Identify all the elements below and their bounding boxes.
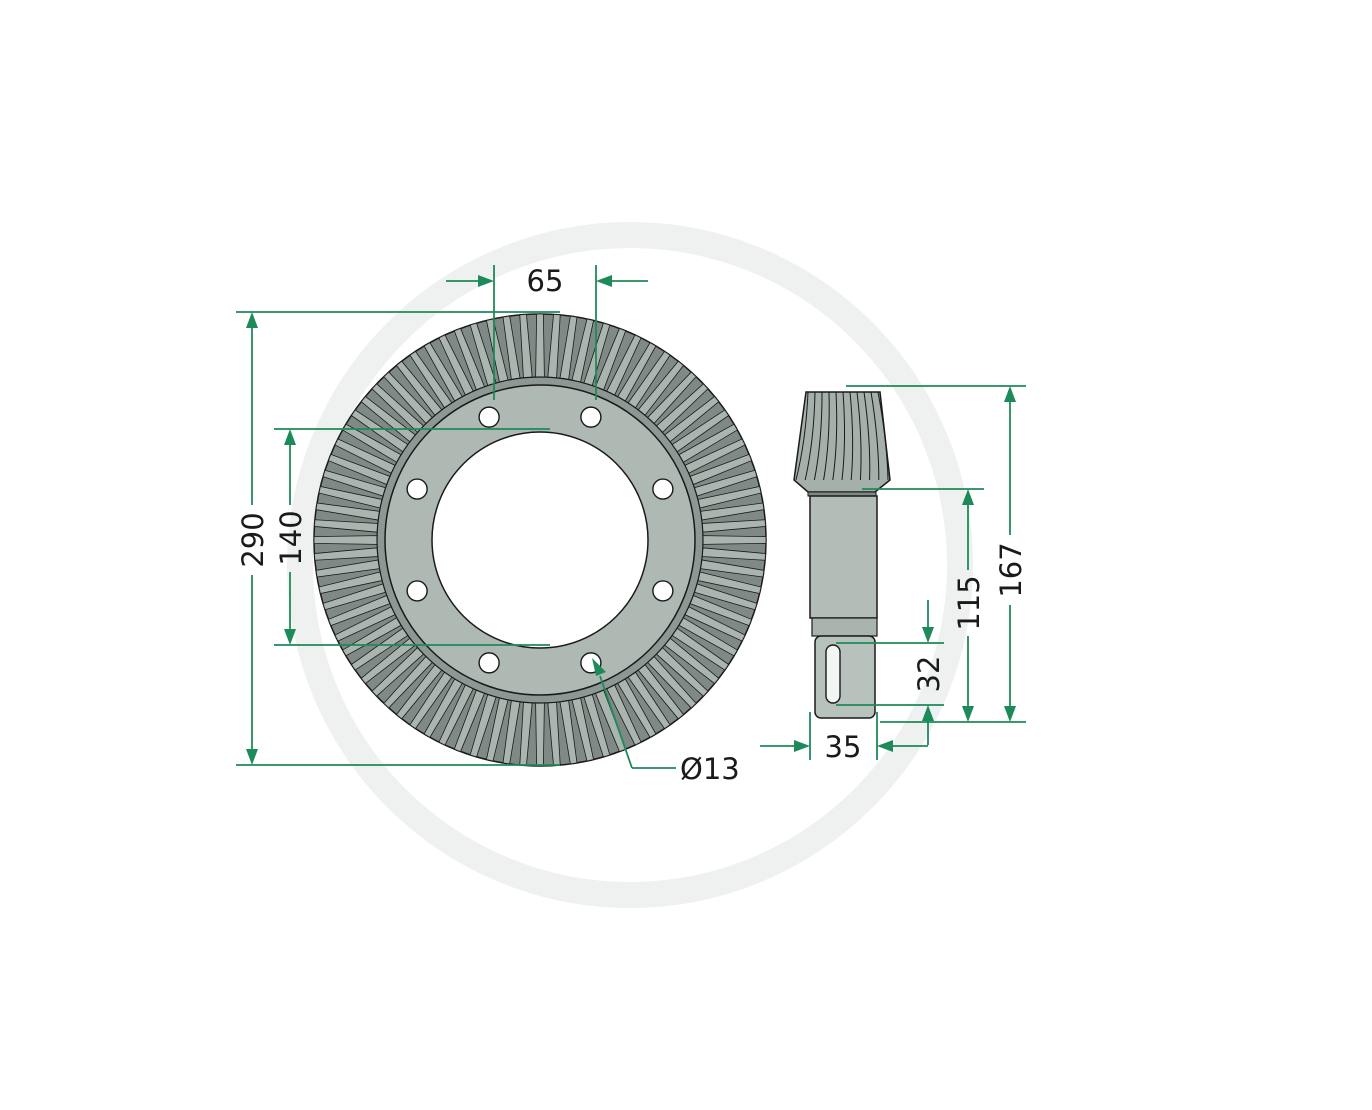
pinion-tooth xyxy=(804,391,816,481)
hole-diameter-arrow xyxy=(592,658,606,676)
pinion-tooth xyxy=(832,391,838,481)
pinion-tooth xyxy=(863,391,871,481)
pinion-shaft xyxy=(793,391,891,719)
ring-gear-tooth xyxy=(702,535,767,545)
hole-diameter-leader xyxy=(599,675,633,769)
pinion-tooth xyxy=(795,391,809,481)
pinion-shaft-step xyxy=(811,617,878,637)
key-length-arrow-top xyxy=(922,627,934,643)
ring-gear-bore xyxy=(431,431,649,649)
bore-arrow-bottom xyxy=(284,629,296,645)
keyway-slot xyxy=(825,644,841,704)
key-length-label: 32 xyxy=(912,656,946,693)
bore-arrow-top xyxy=(284,429,296,445)
dimension-lines xyxy=(236,265,1026,769)
hole-spacing-arrow-right xyxy=(596,275,612,287)
bolt-hole xyxy=(652,580,674,602)
watermark-ring xyxy=(287,222,973,908)
pinion-tooth xyxy=(823,391,830,481)
dimension-labels: 65 290 140 Ø13 167 115 32 35 xyxy=(236,264,1028,786)
key-length-arrow-bottom xyxy=(922,705,934,721)
ring-gear xyxy=(313,313,767,767)
bolt-hole xyxy=(406,478,428,500)
hole-spacing-label: 65 xyxy=(527,264,564,298)
shaft-length-label: 115 xyxy=(952,575,986,630)
bolt-hole xyxy=(406,580,428,602)
ring-gear-tooth xyxy=(313,535,378,545)
ring-gear-tooth xyxy=(535,313,545,378)
pinion-length-arrow-top xyxy=(1004,386,1016,402)
outer-diameter-arrow-top xyxy=(246,312,258,328)
pinion-tooth xyxy=(856,391,862,481)
shaft-length-arrow-bottom xyxy=(962,706,974,722)
pinion-length-arrow-bottom xyxy=(1004,706,1016,722)
pinion-tooth xyxy=(813,391,823,481)
pinion-length-label: 167 xyxy=(994,542,1028,597)
bolt-hole xyxy=(580,406,602,428)
shaft-diameter-arrow-right xyxy=(877,740,893,752)
pinion-tooth xyxy=(877,391,889,481)
hole-spacing-arrow-left xyxy=(478,275,494,287)
bolt-hole xyxy=(652,478,674,500)
pinion-tooth xyxy=(841,391,846,481)
bolt-hole xyxy=(478,652,500,674)
pinion-tooth xyxy=(849,391,854,481)
shaft-diameter-label: 35 xyxy=(825,730,862,764)
bore-diameter-label: 140 xyxy=(274,510,308,565)
ring-gear-tooth xyxy=(535,702,545,767)
pinion-shaft-body xyxy=(809,495,878,619)
hole-diameter-label: Ø13 xyxy=(680,752,740,786)
pinion-teeth xyxy=(795,391,889,481)
pinion-tooth xyxy=(870,391,880,481)
outer-diameter-label: 290 xyxy=(236,512,270,567)
shaft-length-arrow-top xyxy=(962,489,974,505)
bolt-hole xyxy=(478,406,500,428)
outer-diameter-arrow-bottom xyxy=(246,749,258,765)
shaft-diameter-arrow-left xyxy=(794,740,810,752)
